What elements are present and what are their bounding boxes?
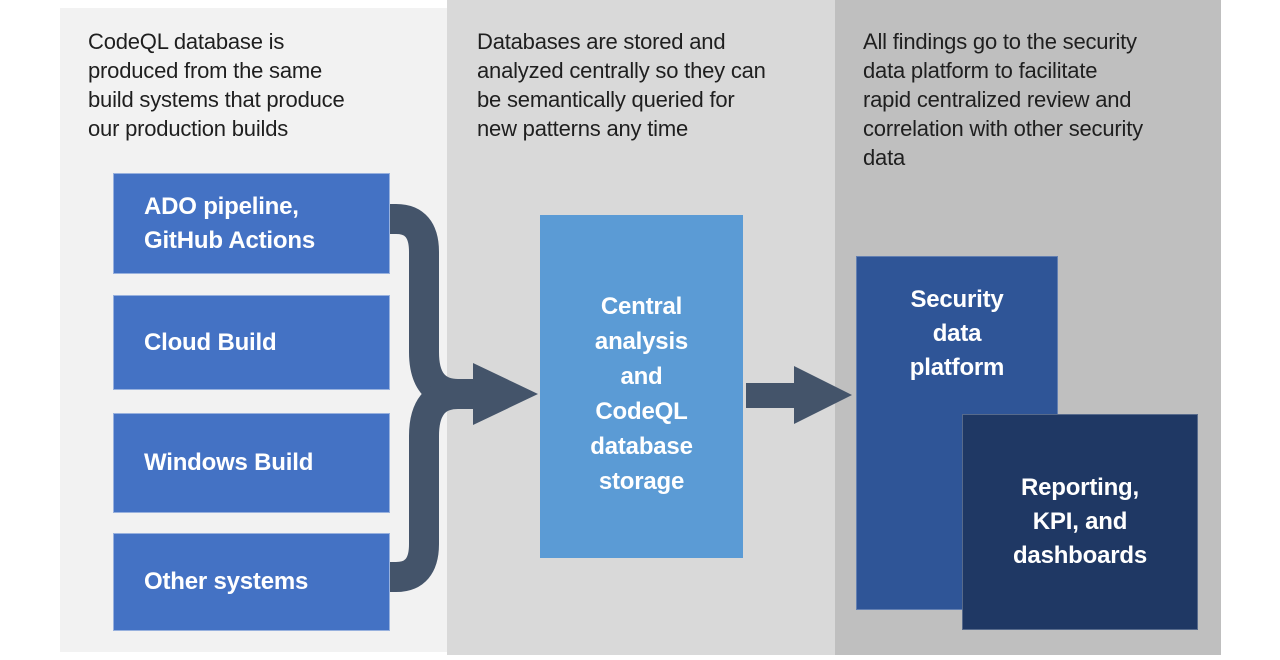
node-reporting-kpi-dashboards: Reporting, KPI, and dashboards [962, 414, 1198, 630]
central-analysis-caption: Databases are stored and analyzed centra… [477, 29, 766, 141]
node-cloud-build: Cloud Build [113, 295, 390, 390]
build-systems-caption: CodeQL database is produced from the sam… [88, 29, 345, 141]
security-platform-caption: All findings go to the security data pla… [863, 29, 1143, 170]
node-ado-pipeline-github-actions: ADO pipeline, GitHub Actions [113, 173, 390, 274]
node-other-systems: Other systems [113, 533, 390, 631]
node-windows-build: Windows Build [113, 413, 390, 513]
node-central-analysis-storage: Central analysis and CodeQL database sto… [540, 215, 743, 558]
